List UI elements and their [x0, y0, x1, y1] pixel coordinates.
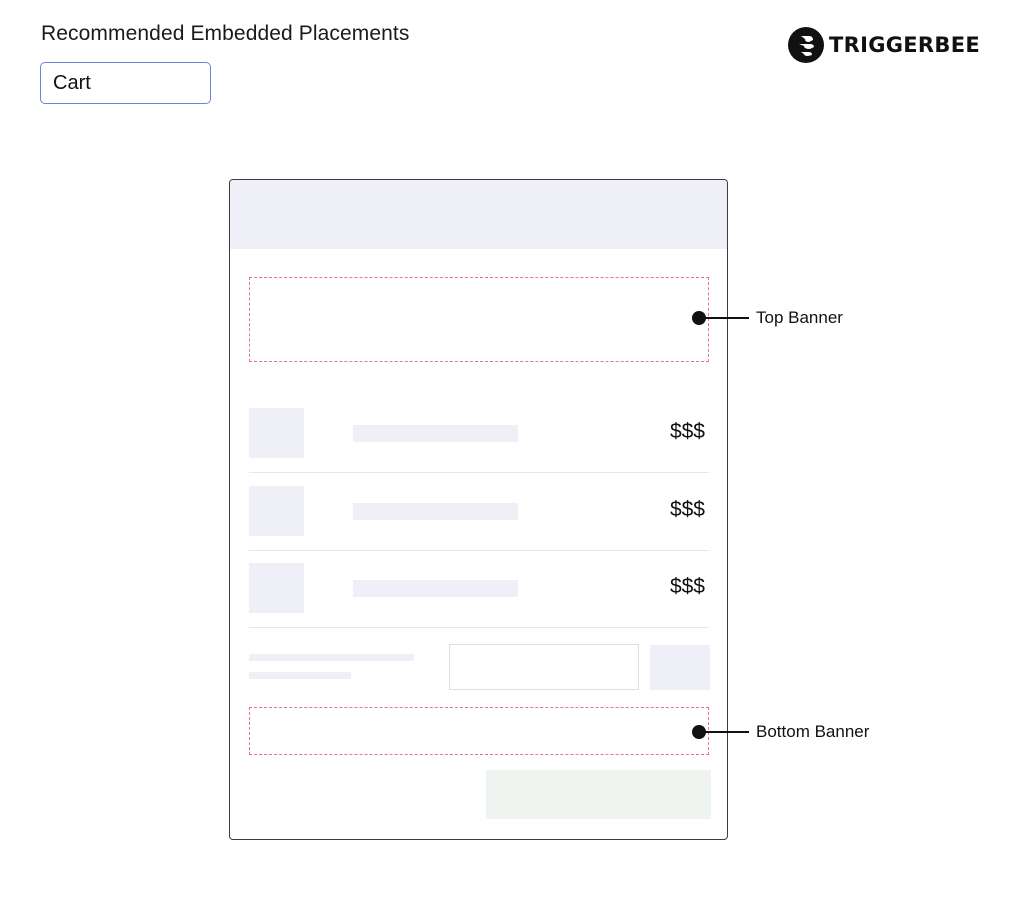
item-price: $$$ [669, 420, 705, 443]
product-name-placeholder [353, 425, 518, 442]
coupon-input-placeholder [449, 644, 639, 690]
bottom-banner-label: Bottom Banner [756, 722, 870, 741]
bottom-banner-leader-line [705, 731, 749, 733]
product-thumbnail-placeholder [249, 563, 304, 613]
top-banner-leader-line [705, 317, 749, 319]
product-name-placeholder [353, 503, 518, 520]
product-thumbnail-placeholder [249, 486, 304, 536]
top-banner-slot [249, 277, 709, 362]
coupon-button-placeholder [650, 645, 710, 690]
cart-page-wireframe: $$$ $$$ $$$ [229, 179, 728, 840]
bottom-banner-marker [692, 725, 706, 739]
brand-logo: TRIGGERBEE [788, 27, 980, 63]
cart-item-row: $$$ [249, 549, 709, 628]
cart-item-row: $$$ [249, 472, 709, 551]
triggerbee-logo-icon [788, 27, 824, 63]
page-title: Recommended Embedded Placements [41, 22, 410, 45]
summary-line-placeholder [249, 654, 414, 661]
product-thumbnail-placeholder [249, 408, 304, 458]
top-banner-marker [692, 311, 706, 325]
page-type-select[interactable]: Cart [40, 62, 211, 104]
site-header-placeholder [230, 180, 727, 249]
cart-item-row: $$$ [249, 394, 709, 473]
item-price: $$$ [669, 575, 705, 598]
product-name-placeholder [353, 580, 518, 597]
top-banner-label: Top Banner [756, 308, 843, 327]
bottom-banner-slot [249, 707, 709, 755]
checkout-button-placeholder [486, 770, 711, 819]
item-price: $$$ [669, 498, 705, 521]
summary-line-placeholder [249, 672, 351, 679]
brand-name: TRIGGERBEE [829, 33, 980, 57]
